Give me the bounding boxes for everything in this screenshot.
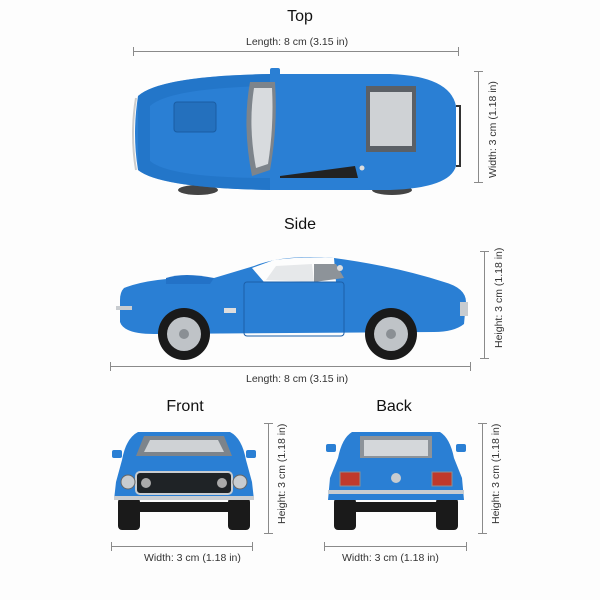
back-height-label: Height: 3 cm (1.18 in) bbox=[490, 423, 502, 524]
top-width-dimension-line bbox=[474, 71, 483, 183]
car-back-view-image bbox=[326, 432, 466, 530]
top-length-dimension-line bbox=[133, 47, 459, 56]
side-view-title: Side bbox=[283, 216, 317, 233]
side-length-dimension-line bbox=[110, 362, 471, 371]
back-width-label: Width: 3 cm (1.18 in) bbox=[342, 552, 439, 564]
back-height-dimension-line bbox=[478, 423, 487, 534]
back-width-dimension-line bbox=[324, 542, 467, 551]
car-side-view-image bbox=[116, 257, 468, 360]
front-width-label: Width: 3 cm (1.18 in) bbox=[144, 552, 241, 564]
top-length-label: Length: 8 cm (3.15 in) bbox=[246, 36, 349, 48]
back-view-title: Back bbox=[376, 398, 412, 415]
side-height-dimension-line bbox=[480, 251, 489, 359]
side-length-label: Length: 8 cm (3.15 in) bbox=[246, 373, 349, 385]
car-front-view-image bbox=[112, 432, 256, 530]
car-top-view-image bbox=[132, 68, 461, 195]
front-height-label: Height: 3 cm (1.18 in) bbox=[276, 423, 288, 524]
front-height-dimension-line bbox=[264, 423, 273, 534]
side-height-label: Height: 3 cm (1.18 in) bbox=[493, 247, 505, 348]
front-width-dimension-line bbox=[111, 542, 253, 551]
top-width-label: Width: 3 cm (1.18 in) bbox=[487, 81, 499, 178]
front-view-title: Front bbox=[166, 398, 204, 415]
top-view-title: Top bbox=[287, 8, 313, 25]
